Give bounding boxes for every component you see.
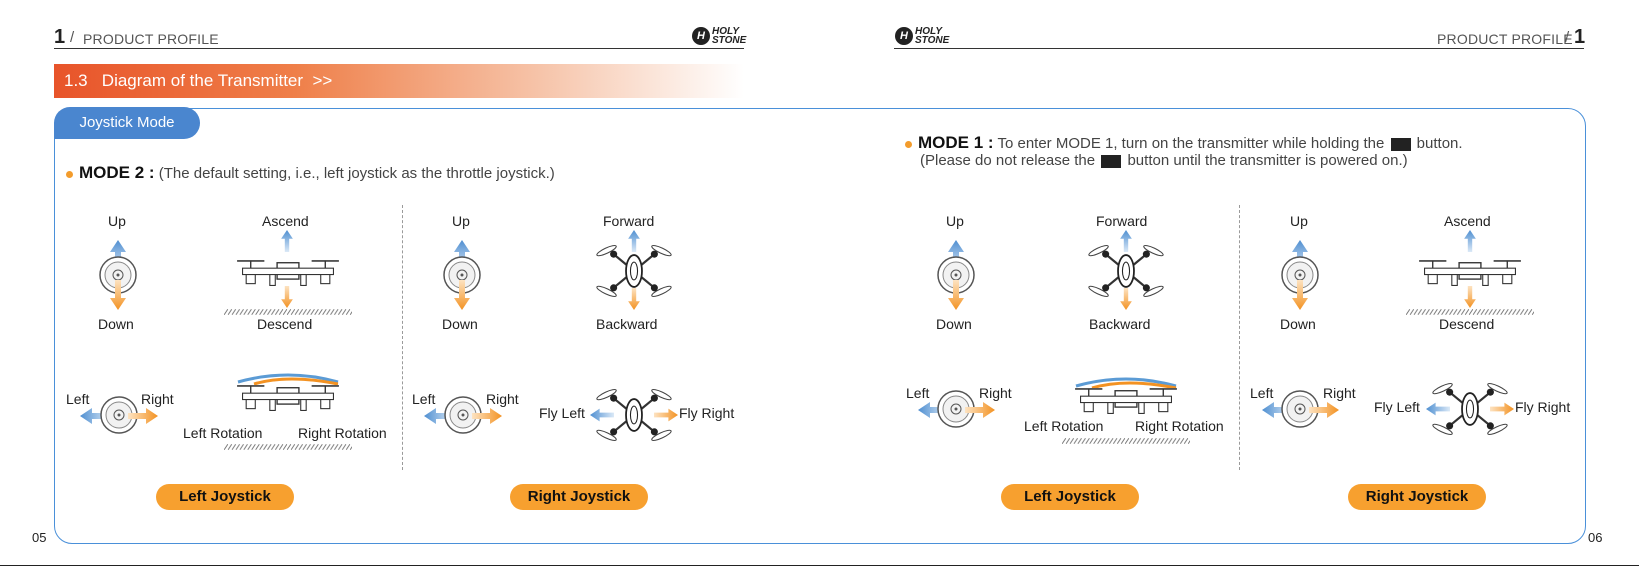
label-right: Right: [141, 391, 174, 407]
header-rule: [54, 48, 744, 49]
label-ascend: Ascend: [1444, 213, 1491, 229]
label-right-rotation: Right Rotation: [298, 425, 387, 441]
mode1-line2: (Please do not release the button until …: [920, 152, 1408, 169]
chapter-number-right: 1: [1574, 26, 1586, 48]
ground-hatch: [1406, 309, 1534, 315]
power-button-icon: [1390, 137, 1411, 151]
arrow-up-icon: [1118, 230, 1134, 252]
arrow-down-icon: [1290, 280, 1310, 310]
label-fly-right: Fly Right: [1515, 399, 1571, 415]
header-title: PRODUCT PROFILE: [83, 31, 219, 47]
label-fly-left: Fly Left: [1374, 399, 1420, 415]
label-left-rotation: Left Rotation: [183, 425, 263, 441]
label-up: Up: [108, 213, 126, 229]
logo-icon: H: [895, 27, 913, 45]
power-button-icon: [1101, 154, 1122, 168]
rotation-arrows-icon: [1075, 377, 1177, 390]
joystick-mode-tab: Joystick Mode: [54, 107, 200, 139]
arrow-up-icon: [279, 230, 295, 252]
bottom-rule: [0, 565, 1639, 566]
label-down: Down: [936, 316, 972, 332]
label-backward: Backward: [1089, 316, 1151, 332]
right-joystick-badge: Right Joystick: [1348, 484, 1486, 510]
ground-hatch: [224, 309, 352, 315]
arrow-right-icon: [1490, 401, 1514, 417]
arrow-down-icon: [452, 280, 472, 310]
label-right: Right: [1323, 385, 1356, 401]
chapter-number: 1: [54, 26, 66, 48]
left-joystick-badge: Left Joystick: [156, 484, 294, 510]
ground-hatch: [1062, 438, 1190, 444]
label-left: Left: [412, 391, 436, 407]
arrow-right-icon: [654, 407, 678, 423]
rotation-arrows-icon: [237, 373, 339, 386]
arrow-right-icon: [1309, 400, 1339, 420]
section-title: 1.3 Diagram of the Transmitter >>: [64, 71, 333, 90]
label-down: Down: [442, 316, 478, 332]
label-up: Up: [946, 213, 964, 229]
logo-icon: H: [692, 27, 710, 45]
label-descend: Descend: [1439, 316, 1495, 332]
label-right-rotation: Right Rotation: [1135, 418, 1224, 434]
right-joystick-badge: Right Joystick: [510, 484, 648, 510]
left-joystick-badge: Left Joystick: [1001, 484, 1139, 510]
label-up: Up: [452, 213, 470, 229]
arrow-right-icon: [965, 400, 995, 420]
bullet-icon: [66, 170, 73, 178]
label-backward: Backward: [596, 316, 658, 332]
ground-hatch: [224, 444, 352, 450]
arrow-down-icon: [626, 288, 642, 310]
arrow-right-icon: [128, 406, 158, 426]
page-number-right: 06: [1588, 530, 1603, 545]
page-number-left: 05: [32, 530, 47, 545]
drone-side-icon: [232, 375, 344, 415]
label-left: Left: [906, 385, 930, 401]
section-banner: 1.3 Diagram of the Transmitter >>: [54, 64, 744, 98]
mode2-title: MODE 2 :: [79, 163, 155, 182]
arrow-down-icon: [946, 280, 966, 310]
label-right: Right: [979, 385, 1012, 401]
arrow-down-icon: [279, 286, 295, 308]
header-title-right: PRODUCT PROFILE: [1437, 31, 1573, 47]
label-forward: Forward: [603, 213, 655, 229]
arrow-down-icon: [1118, 288, 1134, 310]
label-forward: Forward: [1096, 213, 1148, 229]
label-left: Left: [1250, 385, 1274, 401]
mode2-line: MODE 2 : (The default setting, i.e., lef…: [66, 163, 555, 183]
drone-side-icon: [232, 250, 344, 290]
mode1-line1: MODE 1 : To enter MODE 1, turn on the tr…: [905, 133, 1463, 153]
label-down: Down: [98, 316, 134, 332]
label-down: Down: [1280, 316, 1316, 332]
label-fly-left: Fly Left: [539, 405, 585, 421]
label-descend: Descend: [257, 316, 313, 332]
header-slash: /: [70, 29, 75, 46]
label-left: Left: [66, 391, 90, 407]
label-fly-right: Fly Right: [679, 405, 735, 421]
mode1-title: MODE 1 :: [918, 133, 994, 152]
header-slash-right: /: [1565, 29, 1570, 46]
mode2-desc: (The default setting, i.e., left joystic…: [158, 165, 555, 182]
arrow-down-icon: [108, 280, 128, 310]
arrow-down-icon: [1462, 286, 1478, 308]
label-right: Right: [486, 391, 519, 407]
bullet-icon: [905, 140, 912, 148]
label-ascend: Ascend: [262, 213, 309, 229]
arrow-up-icon: [626, 230, 642, 252]
divider: [1239, 205, 1240, 470]
header-rule-right: [894, 48, 1584, 49]
label-left-rotation: Left Rotation: [1024, 418, 1104, 434]
divider: [402, 205, 403, 470]
label-up: Up: [1290, 213, 1308, 229]
arrow-right-icon: [472, 406, 502, 426]
arrow-up-icon: [1462, 230, 1478, 252]
drone-side-icon: [1070, 378, 1182, 418]
drone-side-icon: [1414, 250, 1526, 290]
content-panel: [54, 108, 1586, 544]
